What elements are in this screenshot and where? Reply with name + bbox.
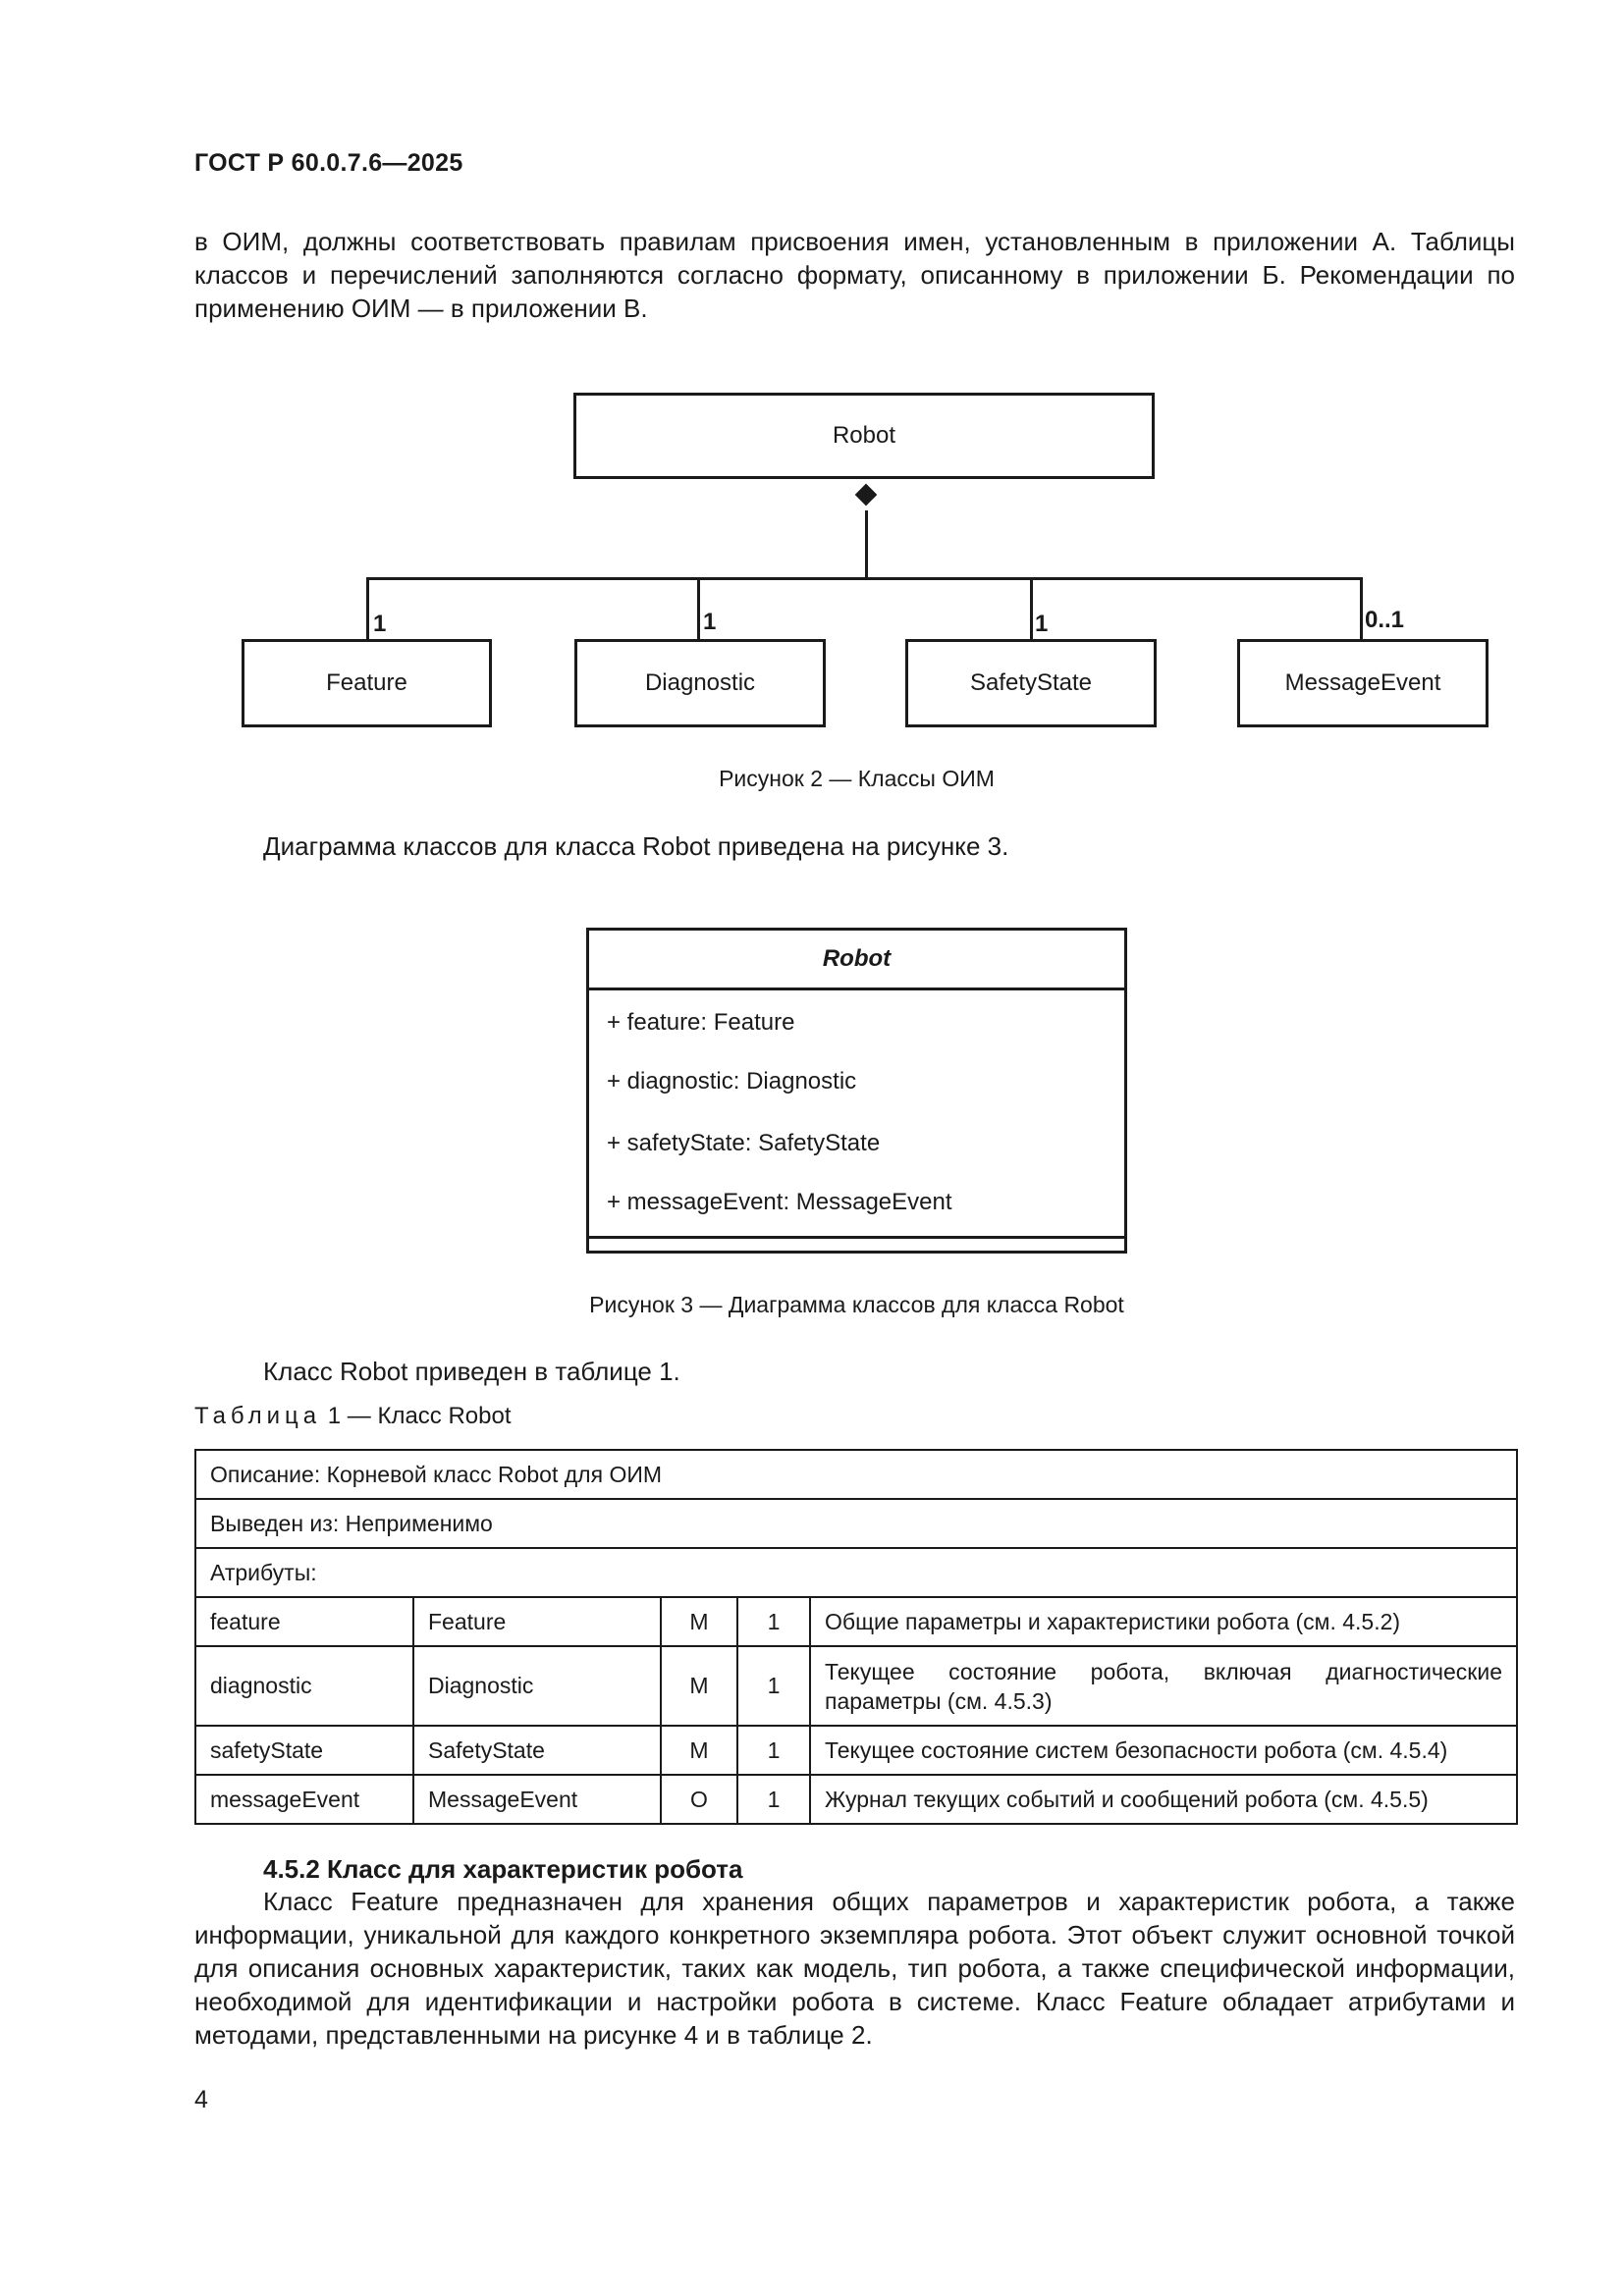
multiplicity-messageevent: 0..1 [1365, 607, 1405, 633]
multiplicity-diagnostic: 1 [703, 609, 717, 635]
uml-class-name: Robot [589, 931, 1124, 990]
section-heading: 4.5.2 Класс для характеристик робота [263, 1854, 743, 1884]
feature-class-box: Feature [242, 639, 492, 727]
figure-3-caption: Рисунок 3 — Диаграмма классов для класса… [589, 1292, 1124, 1317]
table-label-title: 1 — Класс Robot [321, 1403, 512, 1429]
safetystate-class-box: SafetyState [905, 639, 1157, 727]
uml-attribute: + diagnostic: Diagnostic [607, 1068, 857, 1095]
figure-2-class-diagram: Robot 1 1 1 0..1 Feature Diagnostic Safe… [0, 0, 1624, 805]
table-description-cell: Описание: Корневой класс Robot для ОИМ [194, 1449, 1518, 1500]
table-reference-text: Класс Robot приведен в таблице 1. [263, 1357, 680, 1386]
table-label-word: Таблица [194, 1403, 322, 1429]
table-cell: 1 [736, 1645, 811, 1727]
table-cell: feature [194, 1596, 414, 1647]
table-row: safetyState SafetyState M 1 Текущее сост… [194, 1725, 1518, 1776]
table-row: Описание: Корневой класс Robot для ОИМ [194, 1449, 1518, 1500]
table-cell: 1 [736, 1596, 811, 1647]
table-row: Атрибуты: [194, 1547, 1518, 1598]
uml-attribute: + feature: Feature [607, 1009, 795, 1036]
table-cell: 1 [736, 1725, 811, 1776]
section-paragraph: Класс Feature предназначен для хранения … [194, 1887, 1515, 2050]
table-row: feature Feature M 1 Общие параметры и ха… [194, 1596, 1518, 1647]
uml-operations-compartment [589, 1236, 1124, 1239]
table-cell: diagnostic [194, 1645, 414, 1727]
table-cell: Текущее состояние систем безопасности ро… [809, 1725, 1518, 1776]
robot-uml-class: Robot + feature: Feature + diagnostic: D… [586, 928, 1127, 1254]
table-cell: safetyState [194, 1725, 414, 1776]
diagnostic-class-box: Diagnostic [574, 639, 826, 727]
messageevent-class-box: MessageEvent [1237, 639, 1489, 727]
uml-attribute: + safetyState: SafetyState [607, 1130, 881, 1156]
table-cell: M [660, 1645, 738, 1727]
table-cell: messageEvent [194, 1774, 414, 1825]
figure-2-caption: Рисунок 2 — Классы ОИМ [719, 766, 995, 791]
figure-3-reference-text: Диаграмма классов для класса Robot приве… [263, 831, 1009, 861]
connector-feature [366, 577, 369, 642]
multiplicity-feature: 1 [373, 611, 387, 637]
table-cell: O [660, 1774, 738, 1825]
table-cell: 1 [736, 1774, 811, 1825]
connector-horizontal [366, 577, 1362, 580]
table-cell: M [660, 1596, 738, 1647]
page-number: 4 [194, 2086, 208, 2113]
table-cell: Feature [412, 1596, 662, 1647]
multiplicity-safetystate: 1 [1035, 611, 1049, 637]
table-cell: Текущее состояние робота, включая диагно… [809, 1645, 1518, 1727]
table-cell: Общие параметры и характеристики робота … [809, 1596, 1518, 1647]
connector-safetystate [1030, 577, 1033, 642]
connector-vertical [865, 510, 868, 579]
table-derived-cell: Выведен из: Неприменимо [194, 1498, 1518, 1549]
table-cell: Diagnostic [412, 1645, 662, 1727]
uml-attribute: + messageEvent: MessageEvent [607, 1189, 952, 1215]
table-cell: MessageEvent [412, 1774, 662, 1825]
intro-paragraph: в ОИМ, должны соответствовать правилам п… [194, 227, 1515, 323]
table-row: messageEvent MessageEvent O 1 Журнал тек… [194, 1774, 1518, 1825]
table-1-label: Таблица 1 — Класс Robot [194, 1403, 512, 1430]
robot-class-box: Robot [573, 393, 1155, 479]
table-row: diagnostic Diagnostic M 1 Текущее состоя… [194, 1645, 1518, 1727]
composition-diamond [854, 483, 878, 507]
table-cell: SafetyState [412, 1725, 662, 1776]
table-row: Выведен из: Неприменимо [194, 1498, 1518, 1549]
connector-diagnostic [697, 577, 700, 642]
table-attributes-label-cell: Атрибуты: [194, 1547, 1518, 1598]
table-cell: Журнал текущих событий и сообщений робот… [809, 1774, 1518, 1825]
table-cell: M [660, 1725, 738, 1776]
table-1-robot-class: Описание: Корневой класс Robot для ОИМ В… [194, 1449, 1518, 1825]
document-header: ГОСТ Р 60.0.7.6—2025 [194, 149, 463, 177]
connector-messageevent [1360, 577, 1363, 642]
